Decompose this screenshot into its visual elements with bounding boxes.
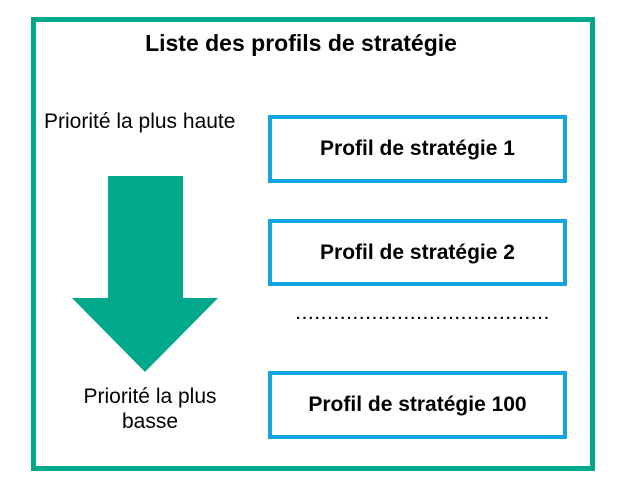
diagram-title: Liste des profils de stratégie	[145, 30, 457, 56]
priority-direction-indicator	[72, 176, 218, 372]
profile-box-2: Profil de stratégie 2	[268, 219, 567, 286]
profile-box-100: Profil de stratégie 100	[268, 371, 567, 439]
profile-box-2-label: Profil de stratégie 2	[320, 240, 515, 264]
priority-highest-label: Priorité la plus haute	[44, 110, 236, 133]
priority-lowest-label: Priorité la plus basse	[83, 385, 217, 433]
ellipsis-separator: ........................................	[296, 307, 551, 322]
down-arrow-icon	[72, 176, 218, 372]
profile-box-1: Profil de stratégie 1	[268, 115, 567, 183]
profile-box-1-label: Profil de stratégie 1	[320, 137, 515, 160]
profile-box-100-label: Profil de stratégie 100	[308, 393, 527, 416]
